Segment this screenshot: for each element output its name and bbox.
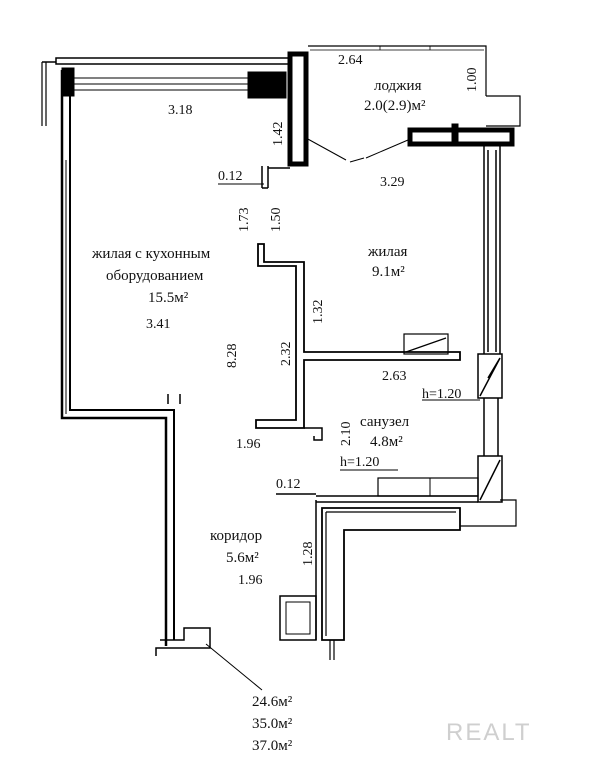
kitchen-living-name-2: оборудованием <box>106 268 204 284</box>
total-with-loggia: 37.0м² <box>252 738 293 754</box>
watermark: REALT <box>446 719 532 746</box>
dim-150: 1.50 <box>269 208 284 233</box>
kitchen-living-name-1: жилая с кухонным <box>91 246 211 262</box>
dim-100: 1.00 <box>465 68 480 93</box>
corridor-name: коридор <box>210 528 262 544</box>
outer-wall-right <box>483 146 501 356</box>
dim-232: 2.32 <box>279 342 294 367</box>
outer-wall-left <box>60 70 168 646</box>
dim-012-top: 0.12 <box>218 169 243 184</box>
dim-318: 3.18 <box>168 103 193 118</box>
window-top <box>74 77 248 91</box>
bathroom-name: санузел <box>360 414 410 430</box>
bathroom-bottom-wall <box>316 495 478 503</box>
loggia-name: лоджия <box>374 78 422 94</box>
top-wall-right <box>247 71 287 99</box>
corridor-area: 5.6м² <box>226 550 259 566</box>
outer-wall-left-inner <box>69 78 175 640</box>
corridor-wall <box>321 507 461 641</box>
dim-012-bottom: 0.12 <box>276 477 301 492</box>
dim-828: 8.28 <box>225 344 240 369</box>
loggia-outline <box>308 45 487 96</box>
leader-line <box>205 643 263 691</box>
dim-128: 1.28 <box>301 542 316 567</box>
dim-263: 2.63 <box>382 369 407 384</box>
living-name: жилая <box>367 244 408 260</box>
inner-wall-middle <box>255 243 461 429</box>
kitchen-living-area: 15.5м² <box>148 290 189 306</box>
dim-132: 1.32 <box>311 300 326 325</box>
dim-329: 3.29 <box>380 175 405 190</box>
living-area: 9.1м² <box>372 264 405 280</box>
total-living-area: 24.6м² <box>252 694 293 710</box>
dim-173: 1.73 <box>237 208 252 233</box>
dim-h120-top: h=1.20 <box>422 387 461 402</box>
dim-196-left: 1.96 <box>236 437 261 452</box>
inner-wall-upper <box>261 166 269 189</box>
top-wall-left <box>61 67 75 97</box>
door-bathroom <box>403 333 449 355</box>
bathroom-area: 4.8м² <box>370 434 403 450</box>
walls <box>41 45 521 691</box>
dim-142: 1.42 <box>271 122 286 147</box>
dim-341: 3.41 <box>146 317 171 332</box>
dim-196-corridor: 1.96 <box>238 573 263 588</box>
total-area: 35.0м² <box>252 716 293 732</box>
entrance-wall <box>155 627 211 656</box>
dim-264: 2.64 <box>338 53 363 68</box>
dim-h120-bottom: h=1.20 <box>340 455 379 470</box>
dim-210: 2.10 <box>339 422 354 447</box>
loggia-area: 2.0(2.9)м² <box>364 98 426 114</box>
